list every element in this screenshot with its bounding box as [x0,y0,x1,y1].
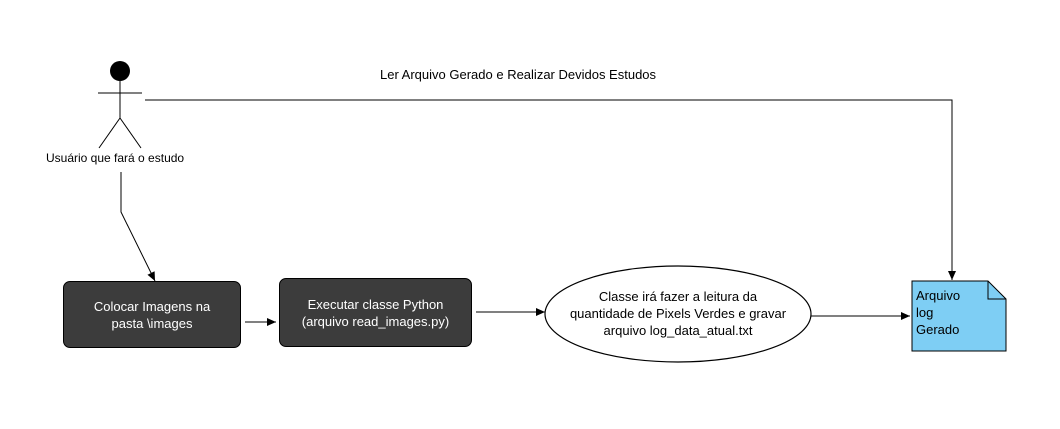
log-file-line3: Gerado [916,322,960,337]
step2-line2: (arquivo read_images.py) [301,313,450,329]
process-line2: quantidade de Pixels Verdes e gravar [569,306,787,321]
process-line1: Classe irá fazer a leitura da [598,289,758,304]
step2-line1: Executar classe Python [307,296,444,312]
step1-box: Colocar Imagens na pasta \images [63,281,241,348]
step1-line2: pasta \images [111,315,193,331]
edge-read-label: Ler Arquivo Gerado e Realizar Devidos Es… [380,67,657,82]
log-file-text: Arquivo log Gerado [916,287,960,338]
process-text: Classe irá fazer a leitura da quantidade… [548,288,808,339]
log-document-shape [911,280,1007,352]
edge-actor-to-step1 [120,172,156,282]
step2-box: Executar classe Python (arquivo read_ima… [279,278,472,347]
step1-line1: Colocar Imagens na [93,298,211,314]
log-document-fold [987,281,1006,300]
process-line3: arquivo log_data_atual.txt [603,323,753,338]
log-file-line2: log [916,305,934,320]
edge-actor-to-log [145,99,956,280]
actor-figure [98,61,142,149]
log-file-line1: Arquivo [916,288,961,303]
process-ellipse [544,265,812,363]
actor-label: Usuário que fará o estudo [46,151,185,165]
